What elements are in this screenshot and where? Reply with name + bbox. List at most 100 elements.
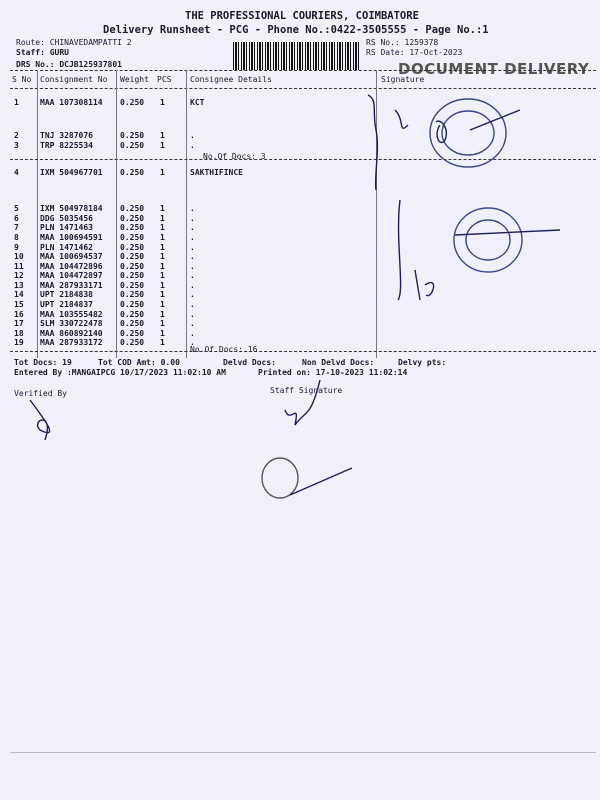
pieces: 1	[160, 214, 165, 223]
serial-number: 2	[14, 131, 19, 140]
consignment-number: MAA 104472897	[40, 271, 103, 280]
group-doc-count: No.Of Docs: 3	[203, 152, 266, 161]
consignment-number: MAA 104472896	[40, 262, 103, 271]
serial-number: 16	[14, 310, 24, 319]
staff: Staff: GURU	[16, 48, 69, 57]
consignee-details: SAKTHIFINCE	[190, 168, 243, 177]
signature-sixteen	[414, 269, 435, 301]
verified-by-label: Verified By	[14, 389, 67, 398]
weight: 0.250	[120, 338, 145, 347]
serial-number: 14	[14, 290, 24, 299]
pieces: 1	[160, 271, 165, 280]
weight: 0.250	[120, 252, 145, 261]
serial-number: 6	[14, 214, 19, 223]
divider	[10, 351, 596, 352]
serial-number: 12	[14, 271, 24, 280]
consignment-number: UPT 2184838	[40, 290, 93, 299]
pieces: 1	[160, 300, 165, 309]
rs-number: RS No.: 1259378	[366, 38, 439, 47]
finance-stamp	[453, 207, 523, 273]
weight: 0.250	[120, 141, 145, 150]
weight: 0.250	[120, 204, 145, 213]
company-name: THE PROFESSIONAL COURIERS, COIMBATORE	[185, 10, 419, 22]
consignee-details: .	[190, 262, 195, 271]
weight: 0.250	[120, 281, 145, 290]
serial-number: 7	[14, 223, 19, 232]
weight: 0.250	[120, 329, 145, 338]
column-rule	[37, 70, 38, 358]
consignment-number: TRP 8225534	[40, 141, 93, 150]
serial-number: 11	[14, 262, 24, 271]
pieces: 1	[160, 243, 165, 252]
consignment-number: PLN 1471462	[40, 243, 93, 252]
entered-by: Entered By :MANGAIPCG 10/17/2023 11:02:1…	[14, 368, 226, 377]
document-delivery-stamp: DOCUMENT DELIVERY	[398, 60, 590, 78]
document-subtitle: Delivery Runsheet - PCG - Phone No.:0422…	[103, 24, 489, 36]
column-rule	[186, 70, 187, 358]
consignment-number: IXM 504967701	[40, 168, 103, 177]
consignment-number: MAA 287933172	[40, 338, 103, 347]
col-consignment: Consignment No	[40, 75, 108, 84]
consignee-details: .	[190, 214, 195, 223]
weight: 0.250	[120, 310, 145, 319]
verified-signature	[29, 399, 51, 441]
signature-stroke	[397, 199, 561, 301]
consignee-details: .	[190, 141, 195, 150]
pieces: 1	[160, 204, 165, 213]
consignee-details: .	[190, 131, 195, 140]
consignment-number: TNJ 3287076	[40, 131, 93, 140]
divider	[10, 159, 596, 160]
non-delivered-docs: Non Delvd Docs:	[302, 358, 375, 367]
delivered-docs: Delvd Docs:	[223, 358, 276, 367]
consignee-details: .	[190, 243, 195, 252]
total-docs: Tot Docs: 19	[14, 358, 72, 367]
col-signature: Signature	[381, 75, 425, 84]
serial-number: 19	[14, 338, 24, 347]
consignment-number: MAA 100694591	[40, 233, 103, 242]
column-rule	[116, 70, 117, 358]
serial-number: 17	[14, 319, 24, 328]
pieces: 1	[160, 290, 165, 299]
col-pcs: PCS	[157, 75, 172, 84]
weight: 0.250	[120, 131, 145, 140]
consignment-number: UPT 2184837	[40, 300, 93, 309]
consignee-details: .	[190, 310, 195, 319]
serial-number: 15	[14, 300, 24, 309]
consignee-details: KCT	[190, 98, 205, 107]
col-weight: Weight	[120, 75, 149, 84]
weight: 0.250	[120, 223, 145, 232]
serial-number: 13	[14, 281, 24, 290]
consignment-number: MAA 107308114	[40, 98, 103, 107]
signature-three	[394, 109, 409, 129]
pieces: 1	[160, 338, 165, 347]
printed-on: Printed on: 17-10-2023 11:02:14	[258, 368, 408, 377]
pieces: 1	[160, 233, 165, 242]
consignee-details: .	[190, 252, 195, 261]
signature-stroke	[367, 94, 379, 191]
col-sno: S No	[12, 75, 32, 84]
barcode	[233, 42, 361, 70]
consignee-details: .	[190, 233, 195, 242]
consignment-number: SLM 330722478	[40, 319, 103, 328]
total-cod: Tot COD Amt: 0.00	[98, 358, 180, 367]
serial-number: 1	[14, 98, 19, 107]
route: Route: CHINAVEDAMPATTI 2	[16, 38, 132, 47]
serial-number: 3	[14, 141, 19, 150]
pieces: 1	[160, 319, 165, 328]
weight: 0.250	[120, 262, 145, 271]
consignment-number: MAA 100694537	[40, 252, 103, 261]
pieces: 1	[160, 168, 165, 177]
pieces: 1	[160, 329, 165, 338]
weight: 0.250	[120, 243, 145, 252]
serial-number: 8	[14, 233, 19, 242]
consignee-details: .	[190, 300, 195, 309]
pieces: 1	[160, 131, 165, 140]
staff-signature	[284, 379, 321, 426]
rs-date: RS Date: 17-Oct-2023	[366, 48, 463, 57]
drs-number: DRS No.: DCJB125937801	[16, 60, 122, 69]
consignee-details: .	[190, 290, 195, 299]
consignment-number: IXM 504978184	[40, 204, 103, 213]
col-consignee: Consignee Details	[190, 75, 272, 84]
group-doc-count: No.Of Docs: 16	[190, 345, 258, 354]
